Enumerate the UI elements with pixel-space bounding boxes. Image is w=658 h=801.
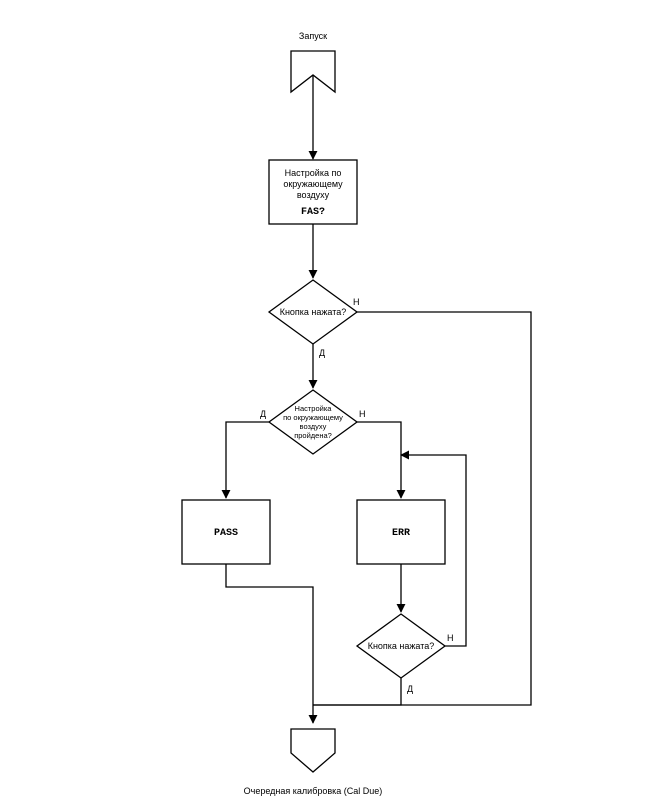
- end-terminal: [290, 728, 336, 773]
- start-label: Запуск: [299, 31, 327, 41]
- setup-passed-line-2: по окружающему: [283, 413, 343, 422]
- connector-pass-to-end: [225, 564, 318, 724]
- decision-1-no-label: Н: [353, 297, 360, 307]
- fas-code-label: FAS?: [301, 207, 325, 218]
- ambient-air-setup-line-3: воздуху: [297, 190, 330, 200]
- connector-passed-no: [357, 421, 406, 499]
- connector-decision-1-no: [313, 311, 532, 706]
- end-label: Очередная калибровка (Cal Due): [244, 786, 383, 796]
- setup-passed-line-3: воздуху: [300, 422, 327, 431]
- decision-1-yes-label: Д: [319, 348, 325, 358]
- connector-passed-yes: [221, 421, 269, 499]
- ambient-air-setup-box: [268, 159, 358, 225]
- button-pressed-decision-2-label: Кнопка нажата?: [368, 641, 435, 651]
- err-box: [356, 499, 446, 565]
- pass-box: [181, 499, 271, 565]
- decision-2-yes-label: Д: [407, 684, 413, 694]
- connector-decision-2-no-loop: [400, 450, 467, 647]
- start-terminal: [290, 50, 336, 94]
- ambient-air-setup-line-2: окружающему: [283, 179, 343, 189]
- decision-2-no-label: Н: [447, 633, 454, 643]
- setup-passed-line-4: пройдена?: [294, 431, 332, 440]
- connector-decision-2-yes: [313, 678, 402, 706]
- pass-code-label: PASS: [214, 528, 238, 539]
- setup-passed-decision: [267, 389, 359, 455]
- button-pressed-decision-1-label: Кнопка нажата?: [280, 307, 347, 317]
- setup-passed-yes-label: Д: [260, 409, 266, 419]
- err-code-label: ERR: [392, 528, 410, 539]
- setup-passed-no-label: Н: [359, 409, 366, 419]
- setup-passed-line-1: Настройка: [295, 404, 333, 413]
- ambient-air-setup-line-1: Настройка по: [285, 168, 342, 178]
